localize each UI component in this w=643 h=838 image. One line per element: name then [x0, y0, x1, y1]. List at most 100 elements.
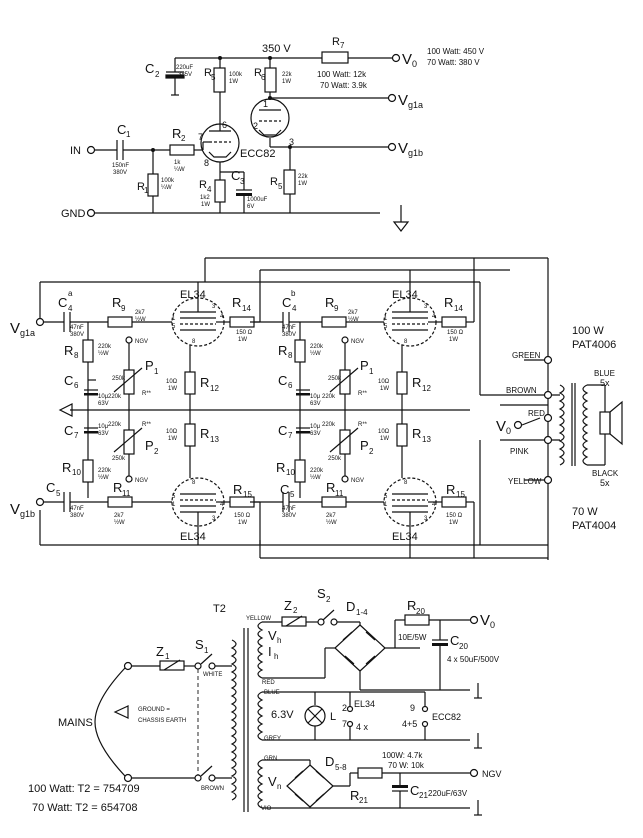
vg1a-label: V [398, 92, 408, 109]
lead-blue: BLUE [594, 369, 615, 378]
r11a-power: ½W [114, 519, 125, 526]
z2-subscript: 2 [293, 606, 298, 615]
p2a-ngv: NGV [135, 478, 148, 484]
vh-label: V [268, 628, 277, 643]
r5-subscript: 5 [211, 73, 216, 82]
el34-count: 4 x [356, 722, 369, 732]
r21-subscript: 21 [359, 796, 368, 805]
r1-resistor [147, 173, 159, 197]
r11a-label: R [113, 480, 122, 495]
r12b-label: R [412, 375, 421, 390]
r2-power: ¼W [174, 167, 185, 173]
r20-resistor [404, 614, 430, 626]
preamp-section: 350 V V 0 100 Watt: 450 V 70 Watt: 380 V… [61, 36, 485, 232]
c4a-star: a [68, 289, 73, 298]
c21-label: C [410, 783, 419, 798]
power-amp-section: V g1a C 4 a 47nF 380V R 9 2k7 ½W R 8 220… [10, 257, 623, 560]
r10b-label: R [276, 460, 285, 475]
r7-subscript: 7 [340, 41, 345, 50]
v0-psu-label: V [480, 612, 490, 629]
r12b-power: 1W [380, 386, 389, 392]
rstar-a-upper: R** [142, 391, 152, 397]
r7-resistor [321, 51, 349, 64]
el34-2-pin5: 5 [384, 324, 388, 330]
r10b-value: 220k [310, 468, 324, 474]
r5b-value: 22k [298, 174, 309, 180]
c7a-value: 10μ [98, 424, 109, 430]
c5a-subscript: 5 [56, 489, 61, 498]
c3-label: C [231, 168, 240, 183]
r8b-subscript: 8 [288, 351, 293, 360]
r21-label: R [350, 788, 359, 803]
lead-green: GREEN [512, 351, 541, 360]
r12a-resistor [184, 371, 196, 395]
c6a-value: 10μ [98, 394, 109, 400]
el34-pin2: 2 [342, 703, 347, 713]
c2-value: 220uF [176, 65, 193, 71]
lead-brown: BROWN [506, 386, 537, 395]
r4-label: R [199, 179, 207, 191]
el34-4-label: EL34 [392, 531, 418, 543]
vg1b-input-subscript: g1b [20, 509, 35, 519]
p2b-value: 250k [328, 456, 342, 462]
c7a-capacitor [84, 431, 98, 434]
r15b-power: 1W [449, 520, 458, 526]
r7-spec-100: 100 Watt: 12k [317, 70, 367, 79]
r15a-label: R [233, 482, 242, 497]
r6-label: R [254, 67, 262, 79]
gnd-label: GND [61, 208, 86, 220]
el34-2-label: EL34 [392, 289, 418, 301]
p2b-subscript: 2 [369, 447, 374, 456]
c5b-voltage: 380V [282, 513, 296, 519]
c6b-value: 10μ [310, 394, 321, 400]
r8a-power: ½W [98, 350, 109, 357]
r21-spec-100: 100W: 4.7k [382, 751, 423, 760]
r14b-resistor [441, 316, 467, 328]
r14b-power: 1W [449, 337, 458, 343]
r12b-value: 10Ω [378, 379, 390, 385]
t2-spec-70: 70 Watt: T2 = 654708 [32, 802, 138, 814]
r10a-label: R [62, 460, 71, 475]
b-plus-label: 350 V [262, 43, 291, 55]
r13b-power: 1W [380, 436, 389, 442]
c4b-voltage: 380V [282, 332, 296, 338]
c6b-capacitor [296, 393, 310, 396]
lead-yellow: YELLOW [508, 477, 542, 486]
pin8-label: 8 [204, 158, 209, 168]
r13b-subscript: 13 [422, 435, 431, 444]
r6-subscript: 6 [261, 73, 266, 82]
lead-vio: VIO [261, 806, 272, 812]
black-taps: 5x [600, 478, 610, 488]
r9b-power: ½W [348, 316, 359, 323]
v0-output-label: V [496, 418, 506, 435]
r2-value: 1k [174, 160, 181, 166]
r8a-value: 220k [98, 344, 112, 350]
p1b-ngv: NGV [351, 339, 364, 345]
r13a-subscript: 13 [210, 435, 219, 444]
r11b-label: R [326, 480, 335, 495]
r13b-resistor [396, 423, 408, 447]
vg1b-subscript: g1b [408, 148, 423, 158]
t2-heater-coil [257, 691, 264, 741]
v0-output-subscript: 0 [506, 426, 511, 436]
vg1a-subscript: g1a [408, 100, 423, 110]
vn-label: V [268, 774, 277, 789]
ground-symbol [392, 221, 410, 232]
el34-1-pin1: 1 [172, 316, 176, 322]
r15a-value: 150 Ω [234, 513, 251, 519]
r7-label: R [332, 36, 340, 48]
pin6-label: 6 [222, 120, 227, 130]
r13a-value: 10Ω [166, 429, 178, 435]
z2-label: Z [284, 598, 292, 613]
c6a-capacitor [84, 393, 98, 396]
p2a-value: 250k [112, 456, 126, 462]
r20-value: 10E/5W [398, 633, 427, 642]
c4a-voltage: 380V [70, 332, 84, 338]
r7-spec-70: 70 Watt: 3.9k [320, 81, 368, 90]
c20-label: C [450, 633, 459, 648]
rstar-a-lower: R** [142, 422, 152, 428]
ground-arrow-icon [113, 705, 129, 719]
r4-subscript: 4 [207, 185, 212, 194]
r5b-resistor [283, 169, 296, 195]
r20-subscript: 20 [416, 607, 425, 616]
